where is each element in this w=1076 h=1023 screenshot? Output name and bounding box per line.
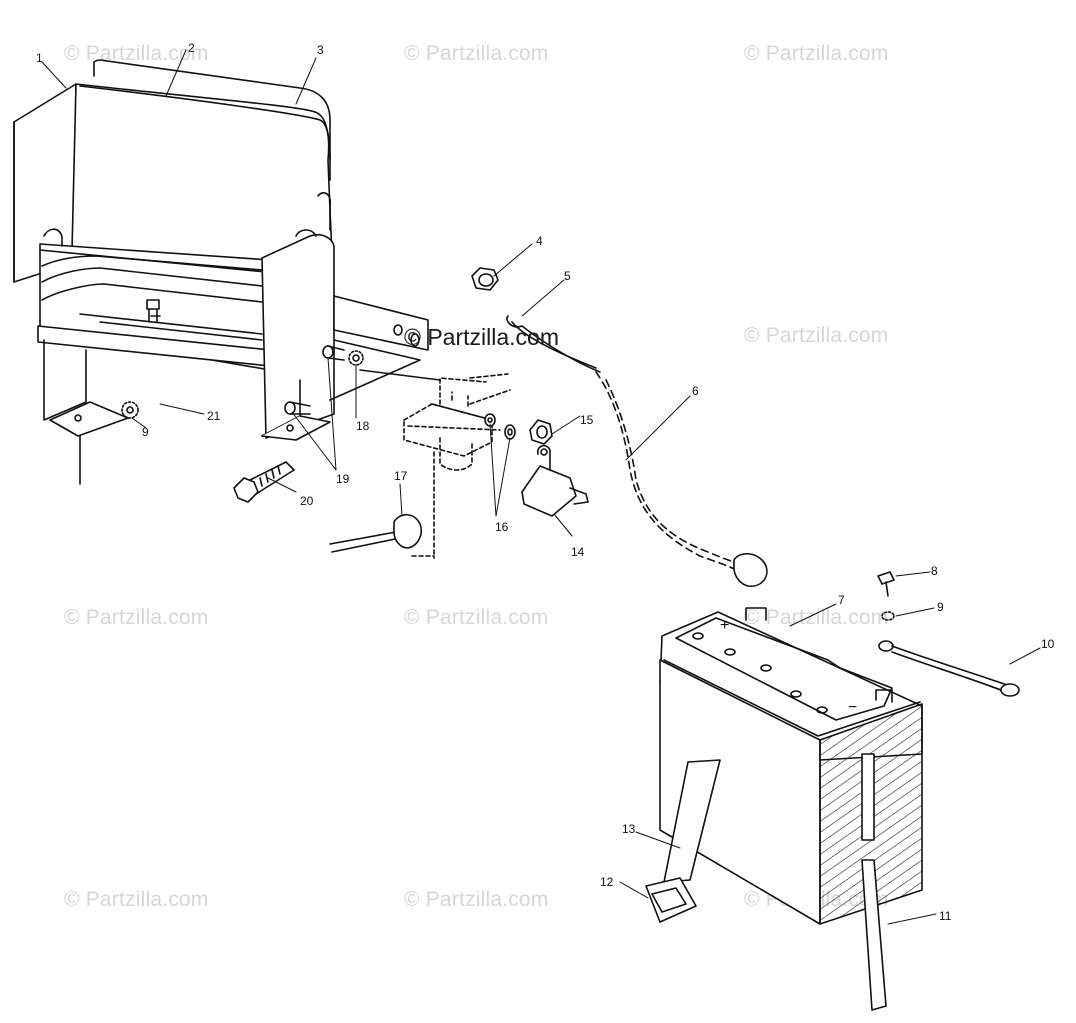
vent-tube-part — [861, 753, 887, 1011]
battery-tray-part — [37, 228, 441, 485]
callout-9-battery: 9 — [937, 600, 944, 614]
watermark: © Partzilla.com — [64, 888, 209, 911]
watermark: © Partzilla.com — [404, 42, 549, 65]
bolt-20-part — [233, 461, 295, 503]
cable-17-part — [329, 513, 423, 553]
callout-9-tray: 9 — [142, 425, 149, 439]
watermark: © Partzilla.com — [744, 606, 889, 629]
relay-part — [521, 444, 589, 517]
battery-box-cover-part — [71, 59, 335, 301]
watermark: © Partzilla.com — [744, 42, 889, 65]
positive-cable-part — [506, 315, 768, 588]
callout-15: 15 — [580, 413, 594, 427]
battery-bolt-part — [877, 571, 895, 597]
callout-14: 14 — [571, 545, 585, 559]
callout-12: 12 — [600, 875, 614, 889]
callout-5: 5 — [564, 269, 571, 283]
callout-3: 3 — [317, 43, 324, 57]
battery-washer-part — [881, 611, 895, 621]
callout-4: 4 — [536, 234, 543, 248]
callout-6: 6 — [692, 384, 699, 398]
nut-15-part — [529, 419, 553, 445]
callout-10: 10 — [1041, 637, 1055, 651]
callout-2: 2 — [188, 41, 195, 55]
star-washer-9a-part — [121, 401, 139, 419]
battery-positive-mark: + — [720, 617, 729, 634]
solenoid-assembly-part — [403, 373, 511, 559]
battery-strap-part — [645, 759, 721, 923]
star-washer-part — [348, 350, 364, 366]
callout-13: 13 — [622, 822, 636, 836]
callout-7: 7 — [838, 593, 845, 607]
watermark: © Partzilla.com — [744, 324, 889, 347]
watermark: © Partzilla.com — [404, 888, 549, 911]
callout-21: 21 — [207, 409, 221, 423]
callout-19: 19 — [336, 472, 350, 486]
callout-11: 11 — [939, 909, 952, 923]
center-watermark: © Partzilla.com — [404, 324, 559, 350]
hex-nut-part — [471, 267, 499, 291]
callout-17: 17 — [394, 469, 408, 483]
washer-16a-part — [504, 424, 516, 440]
watermark: © Partzilla.com — [64, 606, 209, 629]
leader-lines — [41, 49, 1041, 925]
screw-21-part — [146, 299, 161, 323]
callout-8: 8 — [931, 564, 938, 578]
bolt-19-part — [284, 345, 345, 415]
callout-1: 1 — [36, 51, 43, 65]
callout-18: 18 — [356, 419, 370, 433]
callout-16: 16 — [495, 520, 509, 534]
ground-cable-part — [878, 640, 1020, 697]
callout-20: 20 — [300, 494, 314, 508]
watermark: © Partzilla.com — [404, 606, 549, 629]
battery-negative-mark: − — [848, 699, 857, 716]
